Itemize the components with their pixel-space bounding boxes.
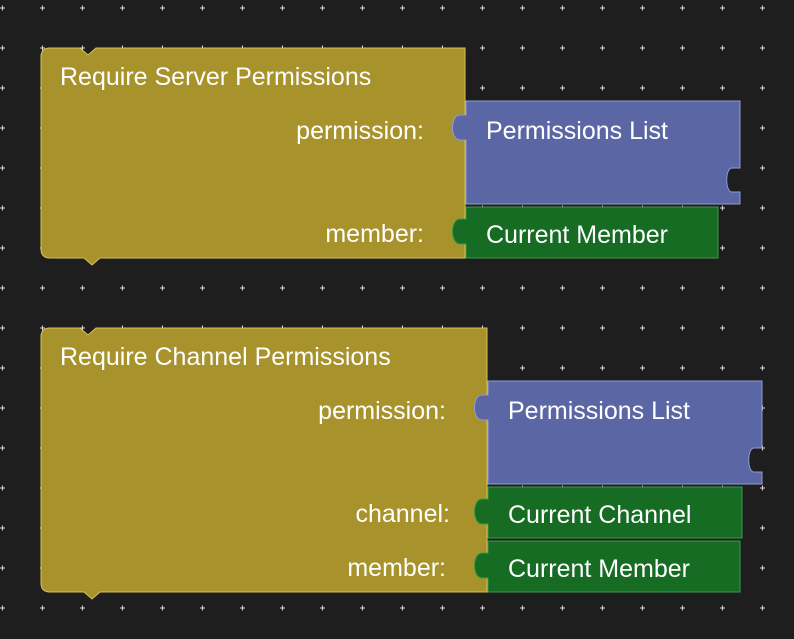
current-channel-block[interactable]: Current Channel — [474, 486, 743, 539]
block-body[interactable] — [40, 327, 488, 600]
member-input-label: member: — [347, 554, 446, 582]
permissions-list-label: Permissions List — [486, 117, 668, 145]
permission-input-label: permission: — [296, 117, 424, 145]
block-body[interactable] — [40, 47, 466, 266]
member-input-label: member: — [325, 220, 424, 248]
require-server-permissions-block[interactable]: Require Server Permissions permission: m… — [40, 47, 741, 266]
channel-input-label: channel: — [355, 500, 450, 528]
permissions-list-block[interactable]: Permissions List — [474, 380, 763, 485]
permissions-list-block[interactable]: Permissions List — [452, 100, 741, 205]
block-title: Require Server Permissions — [60, 63, 371, 91]
current-member-block[interactable]: Current Member — [452, 206, 719, 259]
current-channel-label: Current Channel — [508, 501, 691, 529]
permission-input-label: permission: — [318, 397, 446, 425]
current-member-block[interactable]: Current Member — [474, 540, 741, 593]
block-title: Require Channel Permissions — [60, 343, 391, 371]
permissions-list-label: Permissions List — [508, 397, 690, 425]
current-member-label: Current Member — [486, 221, 668, 249]
require-channel-permissions-block[interactable]: Require Channel Permissions permission: … — [40, 327, 763, 600]
current-member-label: Current Member — [508, 555, 690, 583]
